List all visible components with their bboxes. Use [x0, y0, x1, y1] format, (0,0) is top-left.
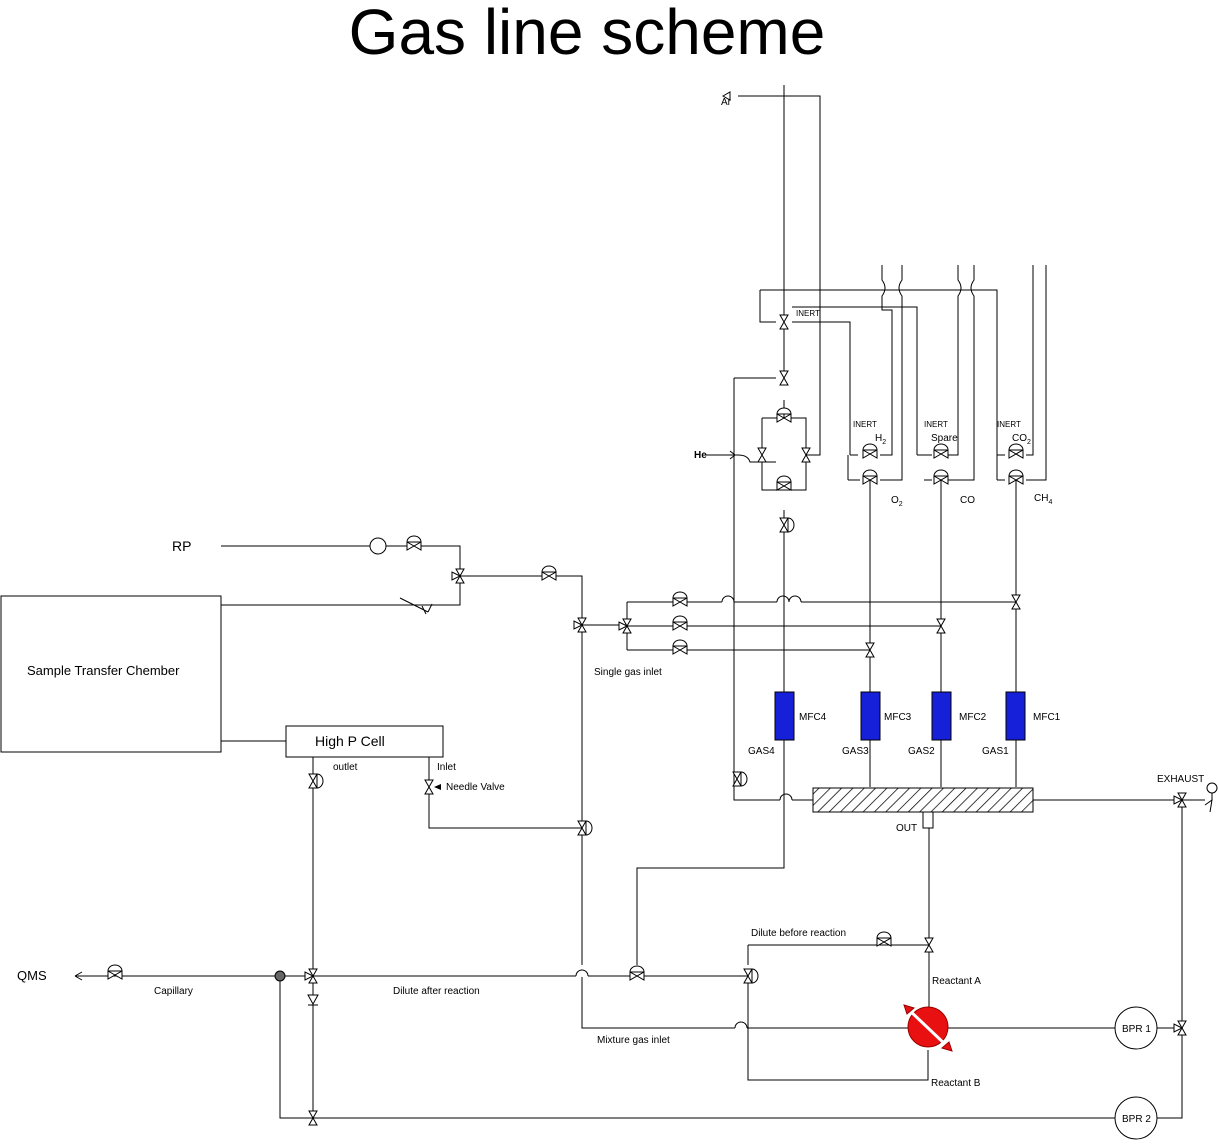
high-p-cell	[285, 725, 444, 758]
pneumatic-valve-icon	[629, 965, 645, 981]
reactant-a-label: Reactant A	[932, 976, 981, 987]
bpr1	[1114, 1006, 1158, 1050]
valve-icon	[779, 370, 789, 386]
capillary-label: Capillary	[154, 986, 193, 997]
pneumatic-valve-icon	[107, 964, 123, 980]
valve-icon	[757, 447, 767, 463]
mfc1	[1005, 691, 1026, 741]
gas4-label: GAS4	[748, 746, 775, 757]
reactor-arrow-icon	[940, 1041, 953, 1052]
exhaust-label: EXHAUST	[1157, 774, 1204, 785]
gas1-label: GAS1	[982, 746, 1009, 757]
single-gas-inlet-label: Single gas inlet	[594, 667, 662, 678]
gas3-label: GAS3	[842, 746, 869, 757]
out-label: OUT	[896, 823, 917, 834]
pneumatic-valve-icon	[406, 535, 422, 551]
inert-label: INERT	[853, 420, 877, 429]
sample-transfer-label: Sample Transfer Chember	[27, 663, 180, 678]
needle-valve-icon	[424, 779, 434, 795]
labels: RP QMS Ar He Sample Transfer Chember Hig…	[17, 97, 1204, 1125]
mixture-gas-inlet-label: Mixture gas inlet	[597, 1035, 670, 1046]
needle-valve-label: Needle Valve	[446, 782, 505, 793]
out-port	[922, 811, 934, 829]
inert-label: INERT	[997, 420, 1021, 429]
he-label: He	[694, 450, 707, 461]
reactor-arrow-icon	[903, 1004, 916, 1015]
reactor-flow-icon	[906, 1007, 950, 1049]
pneumatic-valve-icon	[308, 773, 324, 789]
reactant-b-label: Reactant B	[931, 1078, 981, 1089]
bpr1-label: BPR 1	[1122, 1024, 1151, 1035]
arrow-icon	[74, 971, 83, 981]
pneumatic-valve-icon	[672, 639, 688, 655]
mfc2-label: MFC2	[959, 712, 987, 723]
dilute-before-label: Dilute before reaction	[751, 928, 846, 939]
piping	[75, 85, 1205, 1119]
three-way-valve-icon	[1173, 1020, 1187, 1036]
pneumatic-valve-icon	[876, 931, 892, 947]
valve-icon	[779, 314, 789, 330]
arrow-icon	[729, 450, 736, 460]
h2-label: H2	[875, 433, 886, 446]
outlet-label: outlet	[333, 762, 358, 773]
pneumatic-valve-icon	[541, 565, 557, 581]
valves	[74, 91, 1218, 1126]
inert-label: INERT	[796, 309, 820, 318]
check-valve-icon	[307, 994, 319, 1006]
mfc2	[931, 691, 952, 741]
pneumatic-valve-icon	[776, 475, 792, 491]
mfc4	[774, 691, 795, 741]
ar-label: Ar	[721, 97, 732, 108]
mfc4-label: MFC4	[799, 712, 827, 723]
co2-label: CO2	[1012, 433, 1031, 446]
bpr2	[1114, 1096, 1158, 1140]
ch4-label: CH4	[1034, 493, 1052, 506]
qms-label: QMS	[17, 968, 47, 983]
dilute-after-label: Dilute after reaction	[393, 986, 480, 997]
pump-icon	[369, 537, 387, 555]
mfc1-label: MFC1	[1033, 712, 1061, 723]
inlet-label: Inlet	[437, 762, 456, 773]
inert-label: INERT	[924, 420, 948, 429]
o2-label: O2	[891, 495, 903, 508]
sample-transfer-chamber	[0, 595, 222, 753]
high-p-cell-label: High P Cell	[315, 733, 385, 749]
page-title: Gas line scheme	[348, 0, 826, 68]
rp-label: RP	[172, 538, 191, 554]
bpr2-label: BPR 2	[1122, 1114, 1151, 1125]
junction-icon	[274, 970, 286, 982]
exhaust-icon	[1206, 782, 1218, 794]
needle-valve-icon	[399, 597, 433, 615]
co-label: CO	[960, 495, 975, 506]
pneumatic-valve-icon	[672, 615, 688, 631]
pneumatic-valve-icon	[672, 591, 688, 607]
exhaust-icon	[1204, 793, 1213, 813]
needle-arrow-icon	[434, 784, 441, 790]
mfc3-label: MFC3	[884, 712, 912, 723]
pneumatic-valve-icon	[933, 443, 949, 459]
equipment	[0, 595, 1158, 1140]
pneumatic-valve-icon	[779, 517, 795, 533]
arrow-icon	[721, 91, 731, 101]
gas2-label: GAS2	[908, 746, 935, 757]
pneumatic-valve-icon	[862, 443, 878, 459]
pneumatic-valve-icon	[1008, 443, 1024, 459]
mfc3	[860, 691, 881, 741]
pneumatic-valve-icon	[732, 771, 748, 787]
mixing-chamber	[812, 787, 1034, 813]
spare-label: Spare	[931, 433, 958, 444]
